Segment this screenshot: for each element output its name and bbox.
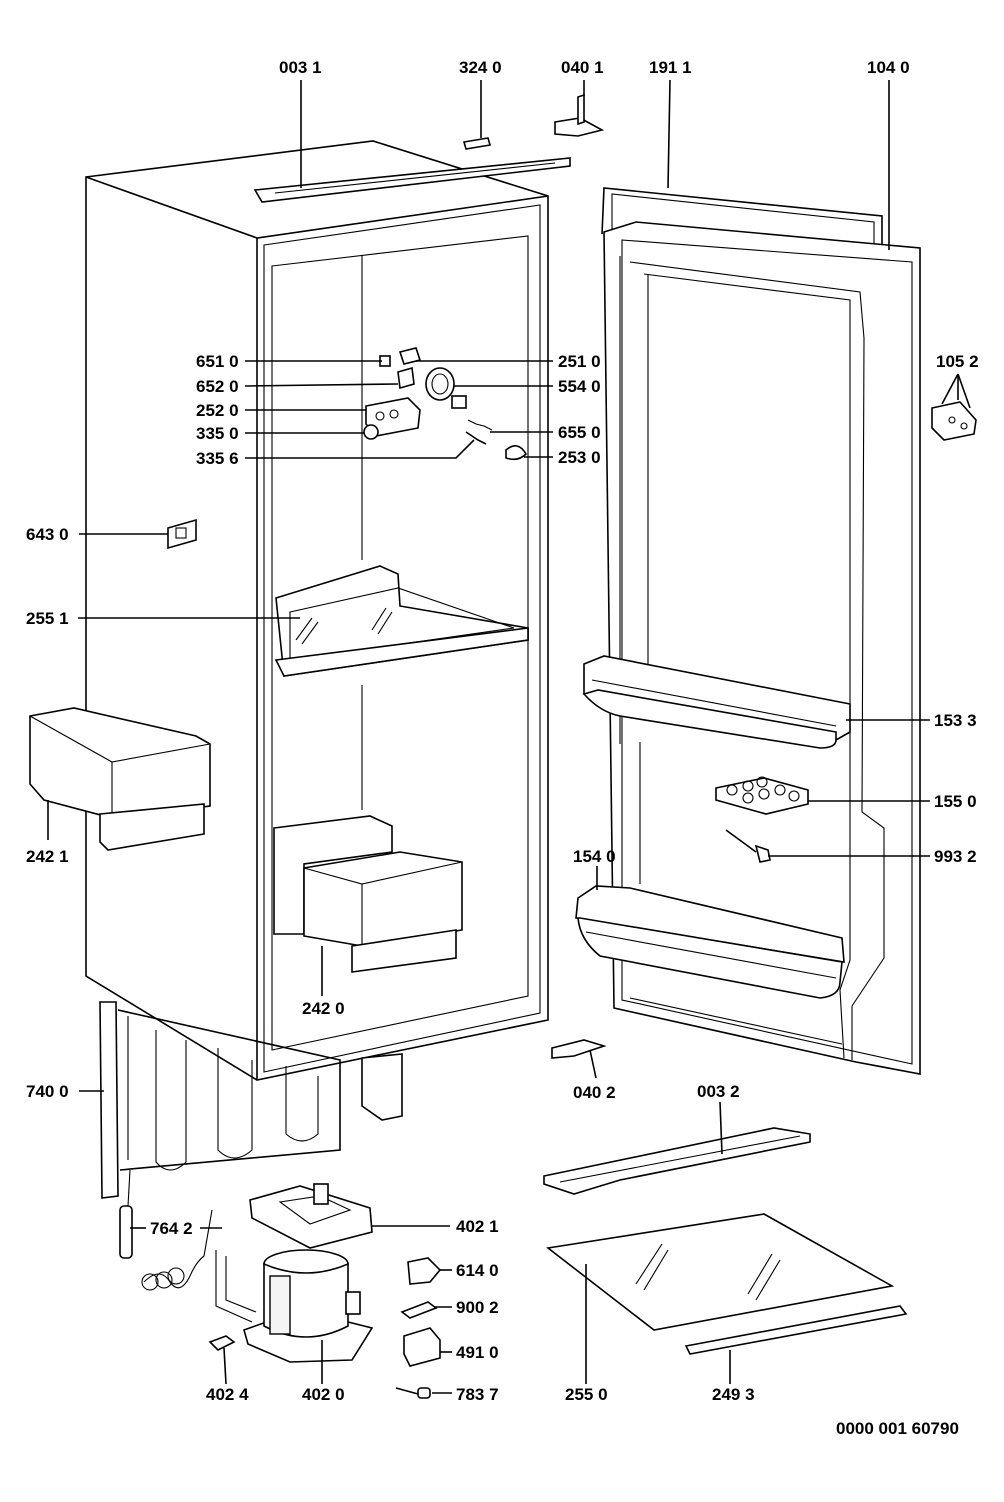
label-783-7: 783 7 xyxy=(456,1385,499,1404)
label-040-2: 040 2 xyxy=(573,1083,616,1102)
label-154-0: 154 0 xyxy=(573,847,616,866)
hinge-bottom-040-2 xyxy=(551,1039,607,1059)
label-003-2: 003 2 xyxy=(697,1082,740,1101)
door-shelf-154-0 xyxy=(575,885,845,999)
label-491-0: 491 0 xyxy=(456,1343,499,1362)
egg-tray-155-0 xyxy=(715,776,809,815)
label-249-3: 249 3 xyxy=(712,1385,755,1404)
label-651-0: 651 0 xyxy=(196,352,239,371)
trim-strip-249-3 xyxy=(684,1305,908,1355)
plate-003-2 xyxy=(543,1127,811,1195)
label-614-0: 614 0 xyxy=(456,1261,499,1280)
label-255-0: 255 0 xyxy=(565,1385,608,1404)
label-993-2: 993 2 xyxy=(934,847,977,866)
compressor-402-0 xyxy=(215,1249,374,1363)
filter-drier-764-2 xyxy=(119,1169,213,1291)
label-255-1: 255 1 xyxy=(26,609,69,628)
label-251-0: 251 0 xyxy=(558,352,601,371)
label-554-0: 554 0 xyxy=(558,377,601,396)
leader-lines xyxy=(47,79,971,1394)
label-155-0: 155 0 xyxy=(934,792,977,811)
label-191-1: 191 1 xyxy=(649,58,692,77)
label-253-0: 253 0 xyxy=(558,448,601,467)
hinge-105-2 xyxy=(931,401,977,441)
label-655-0: 655 0 xyxy=(558,423,601,442)
label-652-0: 652 0 xyxy=(196,377,239,396)
label-242-0: 242 0 xyxy=(302,999,345,1018)
part-491-0 xyxy=(403,1327,441,1367)
part-labels: 003 1 324 0 040 1 191 1 104 0 651 0 652 … xyxy=(26,58,979,1438)
part-402-4 xyxy=(208,1335,236,1351)
label-643-0: 643 0 xyxy=(26,525,69,544)
label-335-6: 335 6 xyxy=(196,449,239,468)
compressor-bracket-402-1 xyxy=(249,1183,373,1249)
label-335-0: 335 0 xyxy=(196,424,239,443)
condenser-740-0 xyxy=(99,1001,403,1199)
glass-shelf-255-1 xyxy=(274,565,529,677)
part-783-7 xyxy=(395,1387,431,1399)
hinge-top-040-1 xyxy=(554,93,605,137)
label-040-1: 040 1 xyxy=(561,58,604,77)
label-402-0: 402 0 xyxy=(302,1385,345,1404)
part-324-0 xyxy=(462,137,492,150)
label-153-3: 153 3 xyxy=(934,711,977,730)
label-402-4: 402 4 xyxy=(206,1385,249,1404)
thermostat-group xyxy=(363,347,527,461)
label-104-0: 104 0 xyxy=(867,58,910,77)
label-740-0: 740 0 xyxy=(26,1082,69,1101)
glass-shelf-255-0 xyxy=(546,1213,895,1331)
label-105-2: 105 2 xyxy=(936,352,979,371)
crisper-drawer-242-1 xyxy=(29,707,211,851)
part-993-2 xyxy=(725,829,771,863)
part-900-2 xyxy=(400,1301,438,1319)
label-242-1: 242 1 xyxy=(26,847,69,866)
label-402-1: 402 1 xyxy=(456,1217,499,1236)
door-shelf-153-3 xyxy=(582,655,851,749)
label-003-1: 003 1 xyxy=(279,58,322,77)
crisper-drawer-242-0 xyxy=(303,851,463,973)
label-764-2: 764 2 xyxy=(150,1219,193,1238)
drawing-code: 0000 001 60790 xyxy=(836,1419,959,1438)
label-900-2: 900 2 xyxy=(456,1298,499,1317)
label-252-0: 252 0 xyxy=(196,401,239,420)
label-324-0: 324 0 xyxy=(459,58,502,77)
part-614-0 xyxy=(407,1257,442,1285)
door-104-0 xyxy=(603,221,921,1075)
part-643-0 xyxy=(167,518,197,550)
